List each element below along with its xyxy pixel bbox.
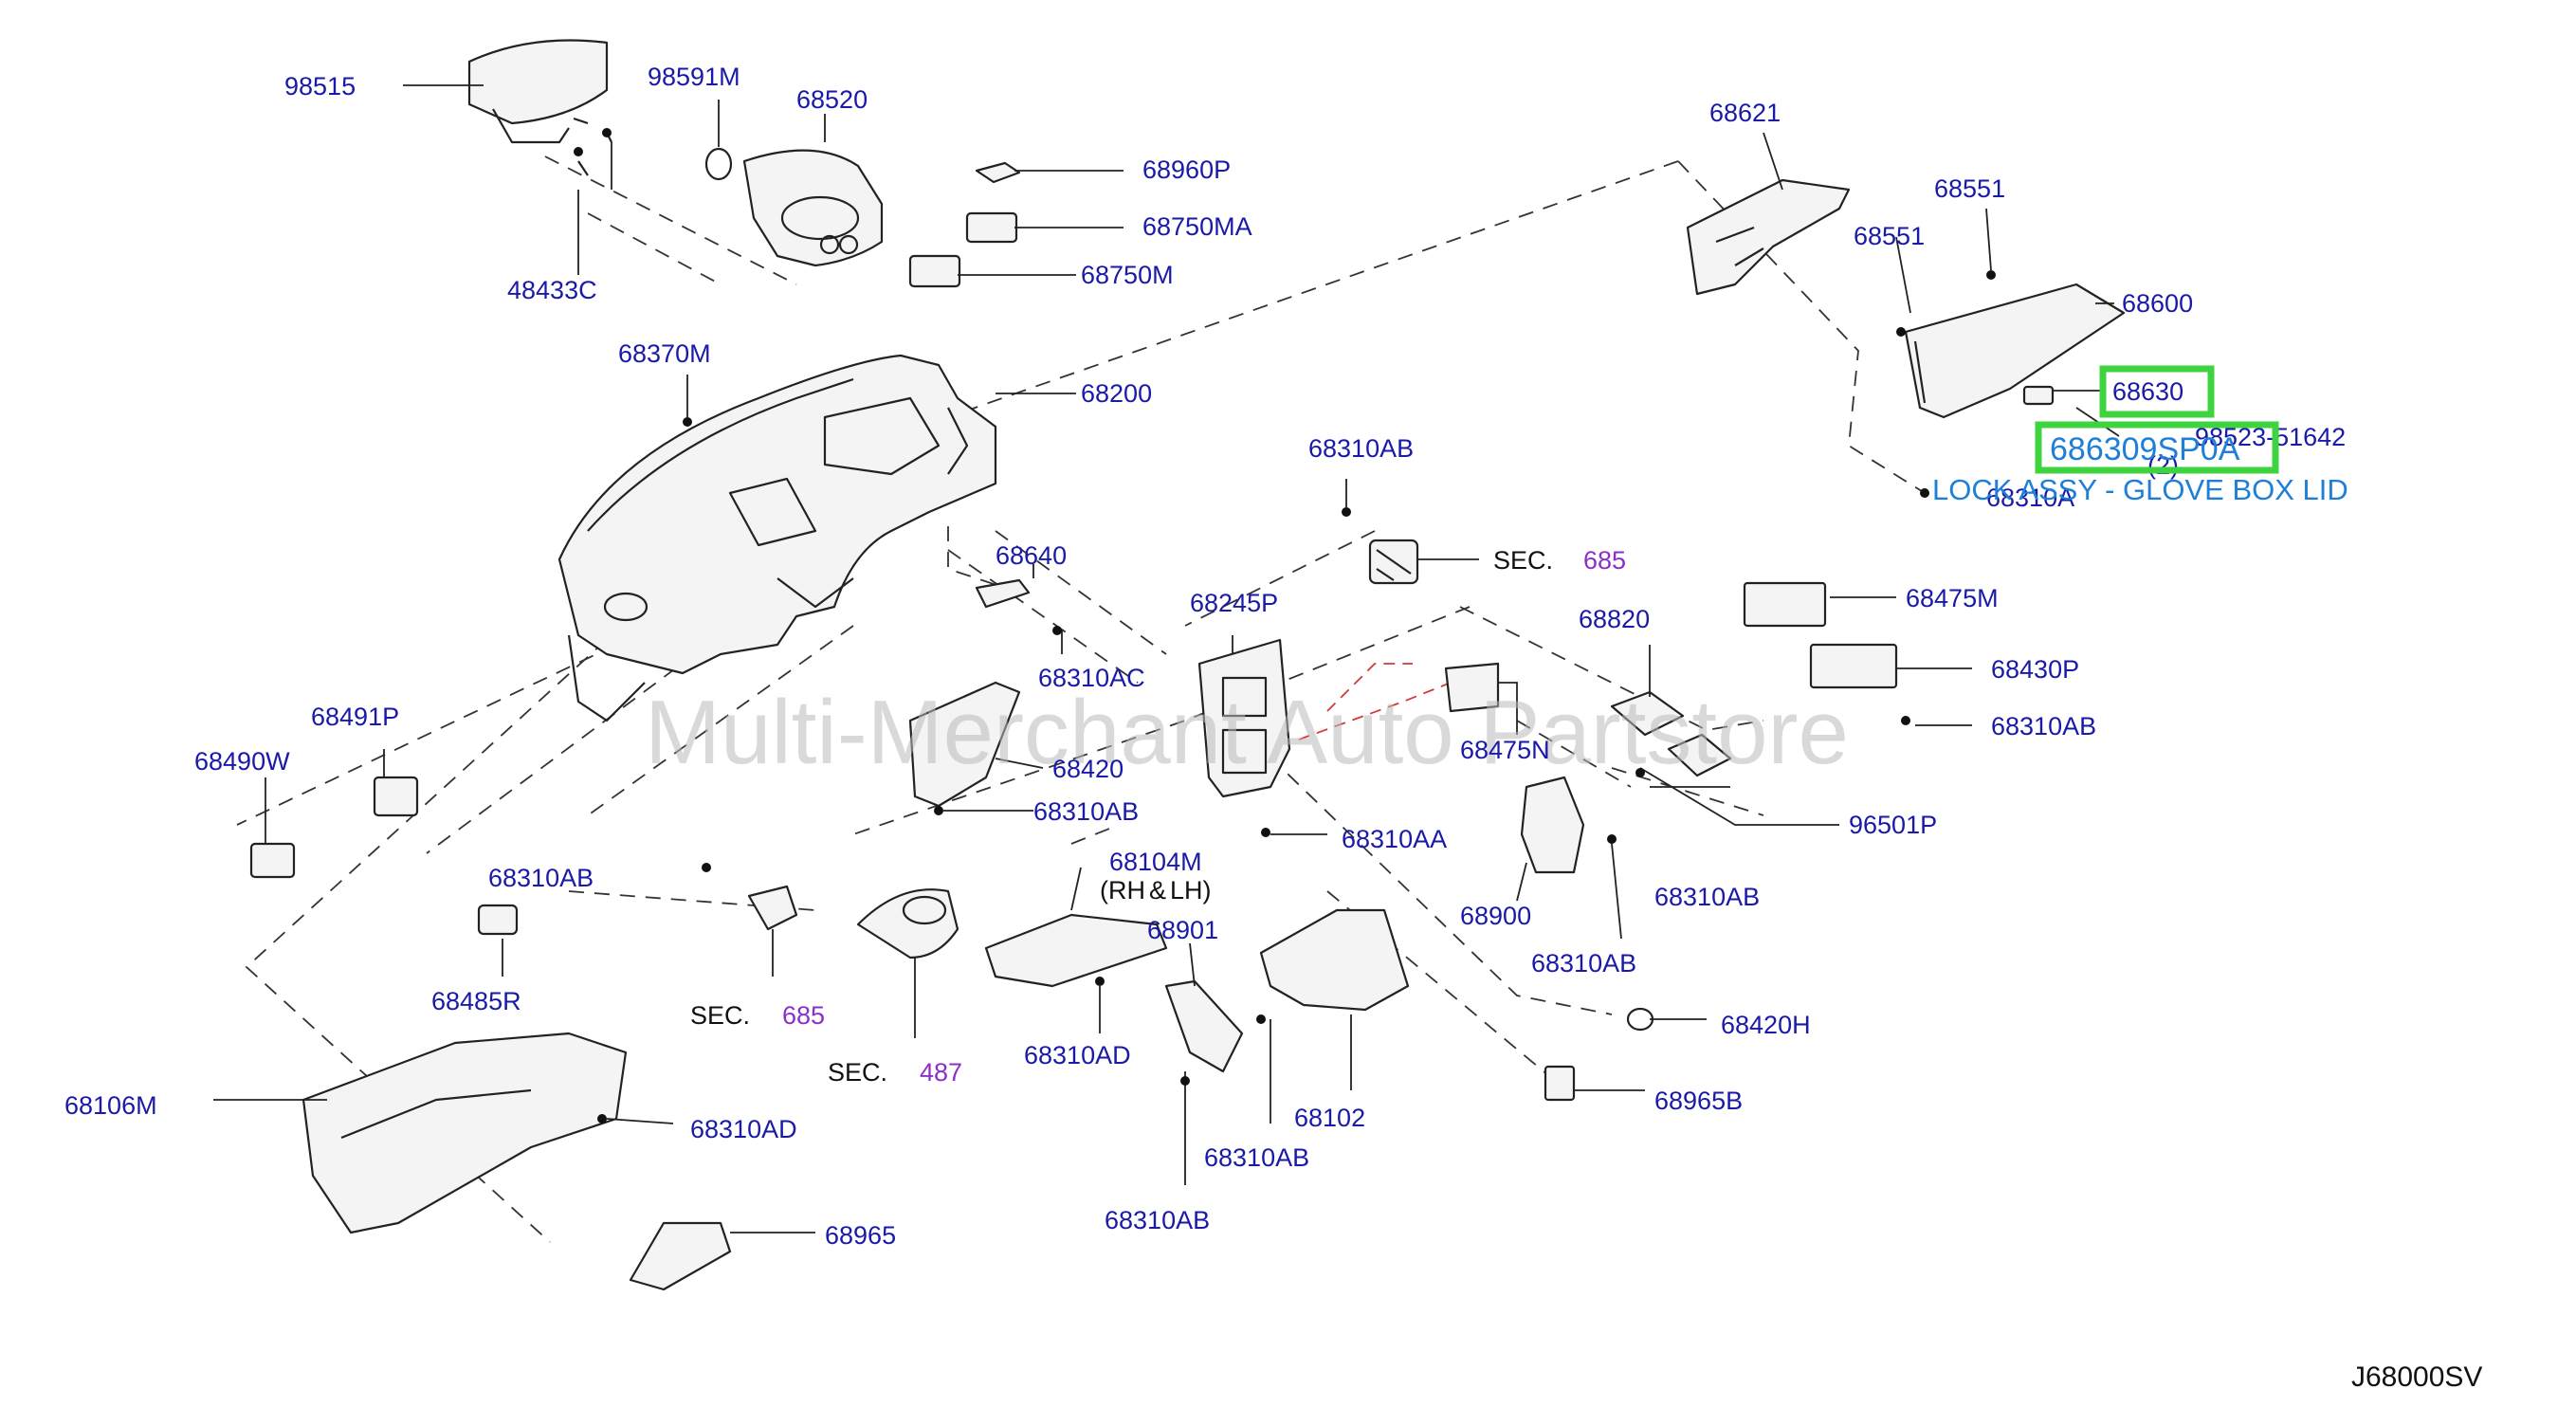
highlight-description[interactable]: LOCK ASSY - GLOVE BOX LID (1932, 473, 2348, 506)
part-68600-shape (1904, 283, 2126, 419)
part-vent-685-left-shape (747, 885, 798, 931)
label-68490W[interactable]: 68490W (194, 747, 290, 776)
label-98523-qty: (2) (2147, 451, 2179, 480)
part-68430P-shape (1809, 643, 1898, 689)
label-68901[interactable]: 68901 (1147, 916, 1218, 944)
label-68310AB-top[interactable]: 68310AB (1308, 434, 1414, 463)
part-68750MA-shape (965, 211, 1018, 244)
label-68750MA[interactable]: 68750MA (1142, 212, 1252, 241)
sec-487-label: SEC. (828, 1058, 887, 1087)
label-68520[interactable]: 68520 (796, 85, 868, 114)
highlight-full-part-no[interactable]: 686309SP0A (2050, 431, 2240, 467)
sec-685-link-b[interactable]: 685 (782, 1001, 825, 1030)
label-68310AD-b[interactable]: 68310AD (690, 1115, 797, 1143)
part-98591M-shape (704, 147, 733, 181)
label-68485R[interactable]: 68485R (431, 987, 521, 1015)
label-68310AD-a[interactable]: 68310AD (1024, 1041, 1131, 1069)
part-68630-shape (2022, 385, 2055, 406)
sec-487-link[interactable]: 487 (920, 1058, 962, 1087)
label-68420H[interactable]: 68420H (1721, 1011, 1811, 1039)
label-68310AB-right[interactable]: 68310AB (1991, 712, 2096, 740)
part-68520-shape (742, 149, 884, 267)
label-96501P[interactable]: 96501P (1849, 811, 1937, 839)
part-68200-shape (557, 354, 997, 722)
part-68900-shape (1520, 776, 1585, 874)
label-68370M[interactable]: 68370M (618, 339, 711, 368)
part-68640-shape (975, 578, 1031, 609)
label-68551-a[interactable]: 68551 (1934, 174, 2005, 203)
part-68965B-shape (1544, 1065, 1576, 1102)
part-68485R-shape (477, 904, 519, 936)
label-68600[interactable]: 68600 (2122, 289, 2193, 318)
part-68491P-shape (373, 776, 419, 817)
part-68475N-shape (1444, 662, 1500, 713)
part-68106M-shape (301, 1032, 628, 1234)
watermark: Multi-Merchant Auto Partstore (645, 682, 1849, 783)
label-68491P[interactable]: 68491P (311, 703, 399, 731)
part-68820-shape (1610, 690, 1685, 737)
label-68310AB-m2[interactable]: 68310AB (1654, 883, 1760, 911)
part-68621-shape (1686, 178, 1851, 296)
label-68310AA[interactable]: 68310AA (1342, 825, 1447, 853)
label-68630[interactable]: 68630 (2112, 377, 2183, 406)
part-68102-shape (1259, 908, 1410, 1012)
part-68965-shape (629, 1221, 732, 1291)
label-68960P[interactable]: 68960P (1142, 155, 1231, 184)
label-68104M[interactable]: 68104M (1109, 848, 1202, 876)
label-68310AB-left[interactable]: 68310AB (1033, 797, 1139, 826)
part-68245P-shape (1197, 638, 1291, 798)
highlight-box-part-no[interactable] (2099, 365, 2215, 418)
label-68621[interactable]: 68621 (1709, 99, 1781, 127)
highlighted-part[interactable]: 686309SP0A LOCK ASSY - GLOVE BOX LID (1932, 365, 2348, 506)
part-68420-shape (908, 681, 1021, 808)
part-96501P-shape (1667, 733, 1732, 777)
part-labels: 98515 98591M 68520 68960P 68750MA 68750M… (64, 63, 2482, 1393)
label-68102[interactable]: 68102 (1294, 1104, 1365, 1132)
part-vent-685-shape (1368, 539, 1419, 585)
label-68475N[interactable]: 68475N (1460, 736, 1550, 764)
part-98515-shape (467, 39, 612, 176)
label-68104M-note: (RH&LH) (1100, 876, 1212, 904)
label-68820[interactable]: 68820 (1579, 605, 1650, 633)
sec-685-label-b: SEC. (690, 1001, 750, 1030)
label-68965B[interactable]: 68965B (1654, 1087, 1743, 1115)
label-98515[interactable]: 98515 (284, 72, 356, 100)
part-68475M-shape (1743, 581, 1827, 628)
leader-lines (213, 84, 2120, 1233)
sec-685-link-a[interactable]: 685 (1583, 546, 1626, 575)
label-68310AB-b2[interactable]: 68310AB (1105, 1206, 1210, 1234)
part-68104M-shape (984, 913, 1168, 988)
highlight-box-full-part-no[interactable] (2035, 421, 2279, 474)
label-68750M[interactable]: 68750M (1081, 261, 1174, 289)
label-68245P[interactable]: 68245P (1190, 589, 1278, 617)
label-48433C[interactable]: 48433C (507, 276, 597, 304)
part-487-shape (856, 888, 959, 959)
label-68420[interactable]: 68420 (1052, 755, 1124, 783)
label-68640[interactable]: 68640 (996, 541, 1067, 570)
label-68900[interactable]: 68900 (1460, 902, 1531, 930)
label-98591M[interactable]: 98591M (648, 63, 740, 91)
label-68310AB-m1[interactable]: 68310AB (488, 864, 594, 892)
label-68106M[interactable]: 68106M (64, 1091, 157, 1120)
label-68310AB-b1[interactable]: 68310AB (1204, 1143, 1309, 1172)
part-68490W-shape (249, 842, 296, 879)
label-68310A[interactable]: 68310A (1986, 484, 2074, 512)
label-68310AB-m3[interactable]: 68310AB (1531, 949, 1636, 978)
label-68430P[interactable]: 68430P (1991, 655, 2079, 684)
part-68901-shape (1164, 979, 1244, 1073)
label-68475M[interactable]: 68475M (1906, 584, 1999, 612)
label-68965[interactable]: 68965 (825, 1221, 896, 1250)
fastener-markers (574, 128, 1996, 1124)
sec-685-label-a: SEC. (1493, 546, 1553, 575)
part-68420H-shape (1626, 1007, 1654, 1032)
label-68310AC[interactable]: 68310AC (1038, 664, 1145, 692)
diagram-code: J68000SV (2351, 1361, 2482, 1393)
label-68200[interactable]: 68200 (1081, 379, 1152, 408)
label-68551-b[interactable]: 68551 (1854, 222, 1925, 250)
part-68960P-shape (975, 161, 1021, 184)
part-68750M-shape (908, 254, 961, 288)
